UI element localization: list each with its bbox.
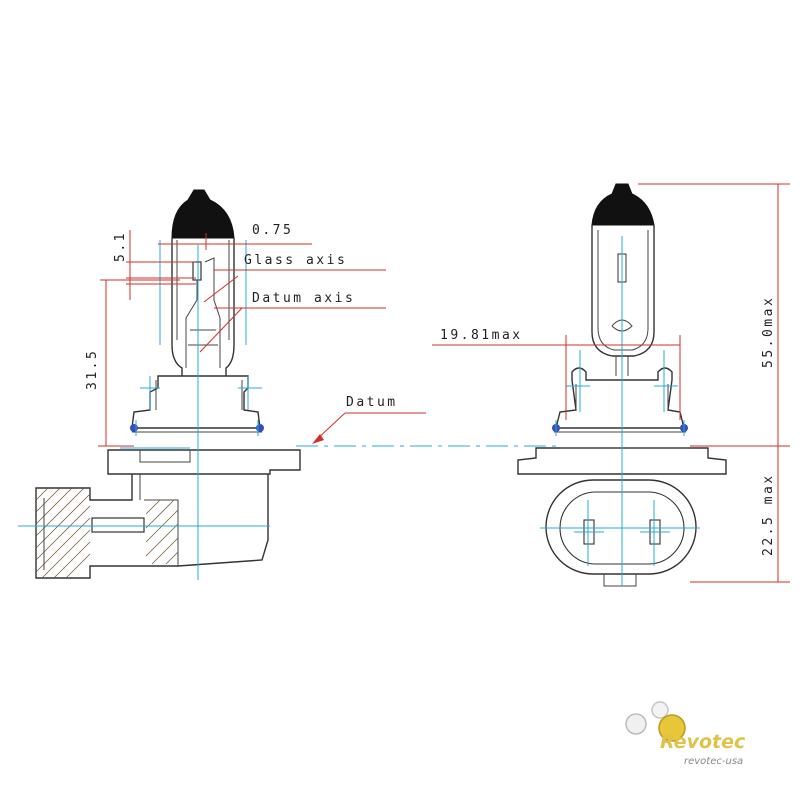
logo-url-text: revotec-usa [684,756,743,767]
left-filament [192,261,202,281]
left-connector-hatching [35,487,179,579]
dim-5-1: 5.1 [113,231,128,262]
left-bulb-tip [171,189,235,239]
logo-bubble-icon [651,701,669,719]
dim-19-81-max: 19.81max [440,328,523,343]
left-flange [107,449,301,475]
right-base-collar [555,367,685,429]
dim-31-5: 31.5 [85,349,100,390]
right-flange [517,447,727,475]
dim-55-0-max: 55.0max [761,296,776,368]
left-connector-body [35,474,269,579]
right-bulb-tip [591,183,655,226]
glass-axis-label: Glass axis [244,253,347,268]
left-terminal-pin [91,517,145,533]
left-datum-point [130,424,138,432]
datum-label: Datum [346,395,398,410]
datum-axis-label: Datum axis [252,291,355,306]
logo-bubble-icon [625,713,647,735]
right-glass-envelope [591,225,655,357]
left-datum-point [256,424,264,432]
right-oval-connector [545,479,697,575]
logo-brand-text: Revotec [660,731,746,753]
dim-22-5-max: 22.5 max [761,473,776,556]
left-base-collar [131,375,261,429]
logo-bubble-icon [658,714,686,742]
datum-line [296,412,560,447]
revotec-logo: Revotec revotec-usa [625,701,746,767]
right-bulb-front-view [432,183,790,587]
left-bulb-side-view [18,189,386,580]
left-glass-envelope [171,238,235,376]
dim-0-75: 0.75 [252,223,293,238]
